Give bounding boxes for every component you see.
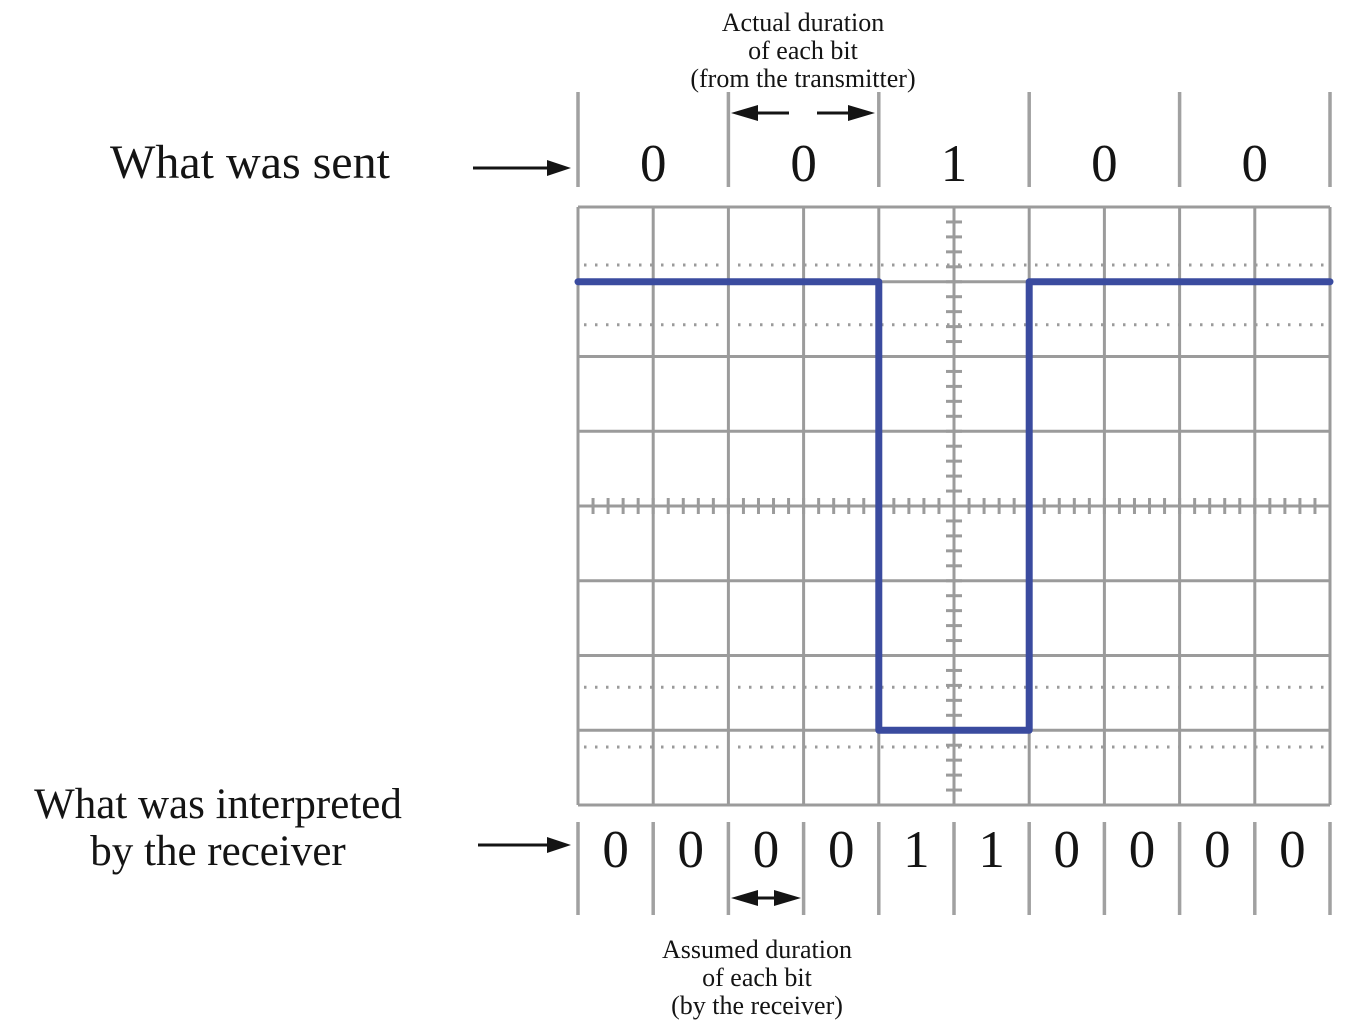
what-was-interpreted-label: What was interpreted by the receiver <box>8 781 428 875</box>
received-bit: 0 <box>752 821 780 879</box>
annotation-line: of each bit <box>748 36 858 65</box>
actual-duration-right-arrow <box>817 105 875 121</box>
sent-bit: 0 <box>1091 135 1118 193</box>
assumed-duration-right-arrow <box>764 890 801 906</box>
received-bit: 0 <box>677 821 705 879</box>
actual-duration-left-arrow <box>731 105 789 121</box>
assumed-duration-annotation: Assumed duration of each bit (by the rec… <box>588 936 926 1020</box>
received-bit: 1 <box>978 821 1005 879</box>
assumed-duration-left-arrow <box>731 890 768 906</box>
received-bit: 0 <box>602 821 629 879</box>
sent-bit: 0 <box>1241 135 1269 193</box>
received-bit: 0 <box>827 821 855 879</box>
received-bit: 0 <box>1279 821 1306 879</box>
waveform-trace <box>574 278 1334 734</box>
received-bit: 0 <box>1053 821 1081 879</box>
label-line: by the receiver <box>90 828 346 875</box>
what-was-sent-arrow <box>473 160 571 176</box>
annotation-line: (by the receiver) <box>671 991 843 1020</box>
label-line: What was interpreted <box>34 781 402 828</box>
sent-bit: 0 <box>790 135 817 193</box>
annotation-line: (from the transmitter) <box>690 64 916 93</box>
received-bit: 1 <box>903 821 930 879</box>
what-was-interpreted-arrow <box>478 837 571 853</box>
received-bit: 0 <box>1128 821 1156 879</box>
sent-bit: 1 <box>940 135 968 193</box>
what-was-sent-label: What was sent <box>110 136 390 189</box>
sent-bit: 0 <box>639 135 667 193</box>
annotation-line: Actual duration <box>721 8 885 37</box>
annotation-line: Assumed duration <box>662 935 852 964</box>
received-bit: 0 <box>1203 821 1231 879</box>
actual-duration-annotation: Actual duration of each bit (from the tr… <box>633 9 973 93</box>
annotation-line: of each bit <box>702 963 812 992</box>
